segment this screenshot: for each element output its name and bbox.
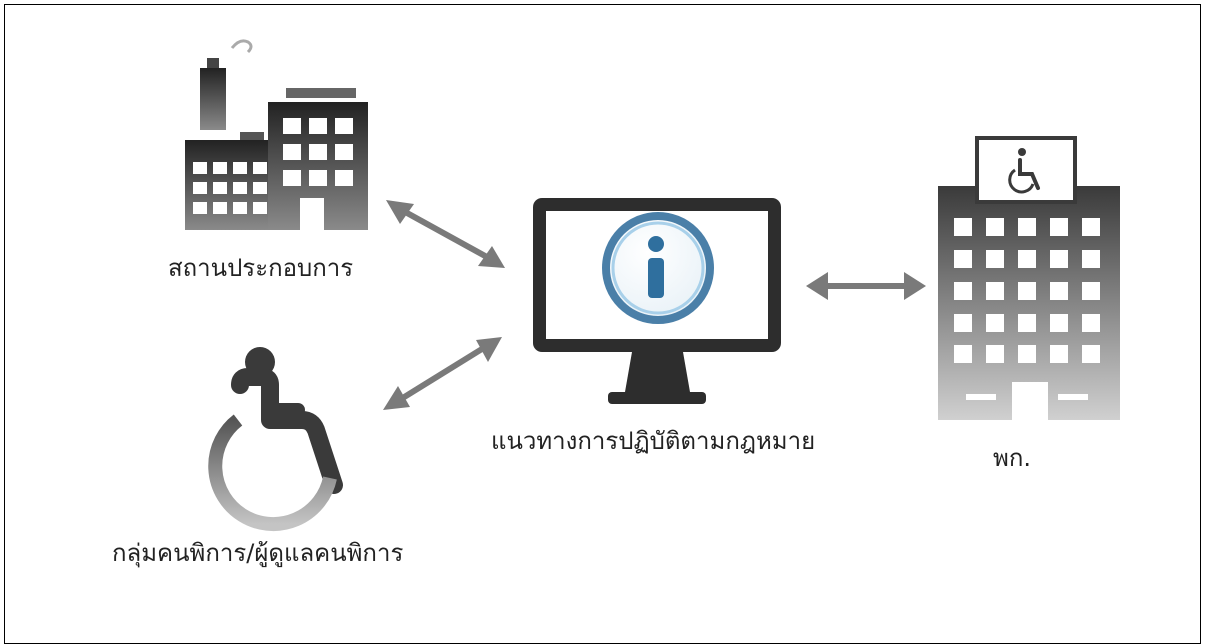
info-icon <box>602 212 714 324</box>
office-building-icon <box>938 186 1120 420</box>
factory-label: สถานประกอบการ <box>168 254 354 282</box>
accessible-sign-icon <box>975 136 1077 204</box>
arrow-disabled-guideline <box>383 337 502 410</box>
disabled-group-label: กลุ่มคนพิการ/ผู้ดูแลคนพิการ <box>112 539 404 567</box>
factory-icon <box>185 39 368 230</box>
arrow-guideline-office <box>806 272 926 300</box>
wheelchair-icon <box>208 347 343 532</box>
guideline-label: แนวทางการปฏิบัติตามกฎหมาย <box>491 427 816 455</box>
arrow-factory-guideline <box>386 200 505 268</box>
diagram-canvas <box>185 39 1120 532</box>
office-label: พก. <box>993 444 1031 472</box>
